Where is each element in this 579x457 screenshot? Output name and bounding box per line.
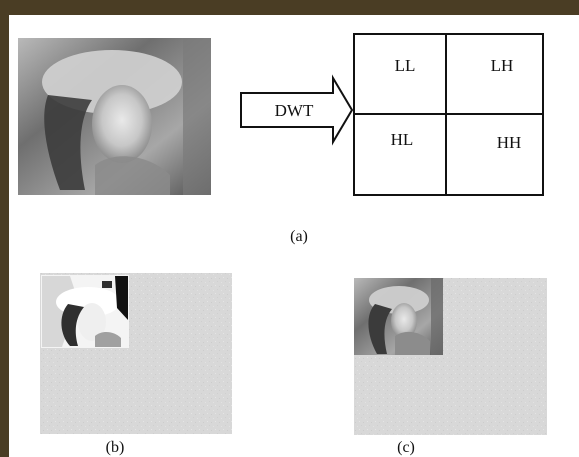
caption-b: (b) <box>106 439 125 456</box>
dwt-label: DWT <box>275 101 314 120</box>
dwt-arrow: DWT <box>240 74 354 146</box>
hh-label: HH <box>497 133 522 152</box>
original-image <box>18 38 211 195</box>
panel-b <box>40 273 232 434</box>
hl-label: HL <box>391 130 414 149</box>
caption-c: (c) <box>397 439 415 456</box>
frame-top-border <box>0 0 579 15</box>
frame-left-border <box>0 0 9 457</box>
panel-c <box>354 278 547 435</box>
caption-a: (a) <box>290 228 308 245</box>
subband-grid: LL LH HL HH <box>353 33 544 196</box>
lh-label: LH <box>491 56 514 75</box>
ll-label: LL <box>395 56 416 75</box>
